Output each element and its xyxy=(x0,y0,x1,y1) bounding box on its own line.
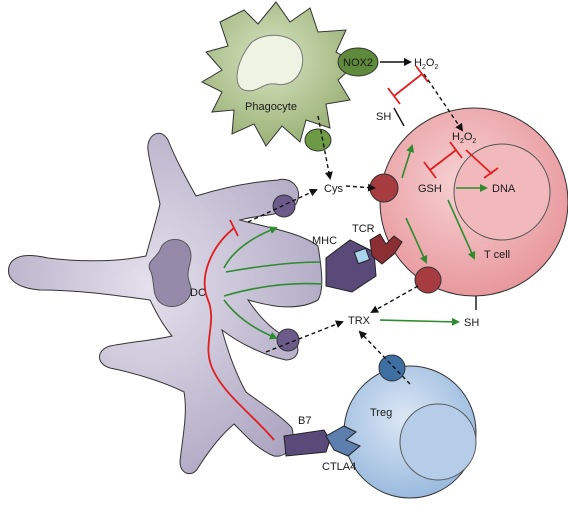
label-phagocyte: Phagocyte xyxy=(245,101,297,113)
arrow-gsh-to-tcell-bottom xyxy=(447,199,476,260)
arrow-dc-green-mid2 xyxy=(223,282,323,297)
label-dc: DC xyxy=(190,287,206,299)
tcr-molecule xyxy=(369,233,403,265)
mhc-molecule xyxy=(325,239,377,293)
arrow-cys-to-gsh xyxy=(345,183,376,192)
treg-trx-node xyxy=(378,354,406,382)
inhibit-gsh-h2o2 xyxy=(429,149,457,171)
antigen-peptide xyxy=(353,247,371,265)
dendritic-cell xyxy=(8,132,323,475)
inhibit-bar-f xyxy=(229,219,239,237)
inhibit-bar-d xyxy=(449,141,463,159)
inhibit-bar-e xyxy=(483,167,499,179)
green-arrows xyxy=(223,144,488,340)
sh-top-tick xyxy=(393,107,405,127)
inhibit-bar-c xyxy=(423,161,437,179)
arrow-dc-green-lower xyxy=(223,299,278,340)
label-mhc: MHC xyxy=(312,235,337,247)
label-nox2: NOX2 xyxy=(343,57,373,69)
b7-molecule xyxy=(283,429,331,457)
treg-cell xyxy=(343,354,477,499)
dc-red-signal xyxy=(203,227,275,441)
dc-nucleus xyxy=(148,239,192,307)
label-ctla4: CTLA4 xyxy=(322,461,356,473)
labels: Phagocyte NOX2 H2O2 SH H2O2 Cys GSH DNA … xyxy=(190,57,516,473)
arrow-dc-to-cys xyxy=(247,188,318,223)
phagocyte-nucleus xyxy=(236,34,304,92)
nox2-node xyxy=(337,47,379,77)
arrow-gsh-to-sh xyxy=(401,144,415,179)
t-cell xyxy=(369,107,568,297)
red-inhibitions xyxy=(203,65,499,441)
inhibit-bar-a xyxy=(387,87,401,105)
label-b7: B7 xyxy=(298,415,311,427)
phagocyte-cell xyxy=(200,1,379,152)
tcell-gsh-node xyxy=(369,173,399,203)
label-h2o2-top: H2O2 xyxy=(414,57,438,71)
label-gsh: GSH xyxy=(418,183,442,195)
label-tcr: TCR xyxy=(352,223,375,235)
label-t-cell: T cell xyxy=(484,249,510,261)
arrow-phago-to-cys xyxy=(317,115,333,180)
label-dna: DNA xyxy=(492,183,516,195)
label-cys: Cys xyxy=(324,183,343,195)
inhibit-h2o2-dna xyxy=(465,149,493,175)
mhc-tcr-complex xyxy=(325,233,403,293)
dc-trx-node xyxy=(276,328,300,352)
dc-cys-node xyxy=(272,194,296,218)
arrow-tcell-to-trx xyxy=(370,285,419,313)
b7-ctla4-complex xyxy=(283,425,361,457)
treg-nucleus xyxy=(399,403,477,481)
arrow-h2o2-to-h2o2-in xyxy=(423,73,464,132)
black-arrows xyxy=(247,58,477,385)
arrow-trx-to-sh xyxy=(379,317,460,326)
tcell-nucleus xyxy=(453,143,551,241)
label-sh-top: SH xyxy=(376,111,391,123)
label-treg: Treg xyxy=(370,407,392,419)
ctla4-molecule xyxy=(325,425,361,457)
tcell-trx-node xyxy=(414,266,442,294)
arrow-treg-to-trx xyxy=(358,330,411,385)
label-sh-right: SH xyxy=(464,317,479,329)
label-h2o2-in: H2O2 xyxy=(452,131,476,145)
phagocyte-cys-node xyxy=(304,128,332,152)
arrow-gsh-to-trx-node xyxy=(405,217,428,264)
label-trx: TRX xyxy=(348,315,371,327)
arrow-dc-green-mid xyxy=(225,261,321,273)
inhibit-sh-h2o2 xyxy=(393,73,423,97)
inhibit-bar-b xyxy=(415,65,429,83)
arrow-dc-green-upper xyxy=(223,226,278,269)
